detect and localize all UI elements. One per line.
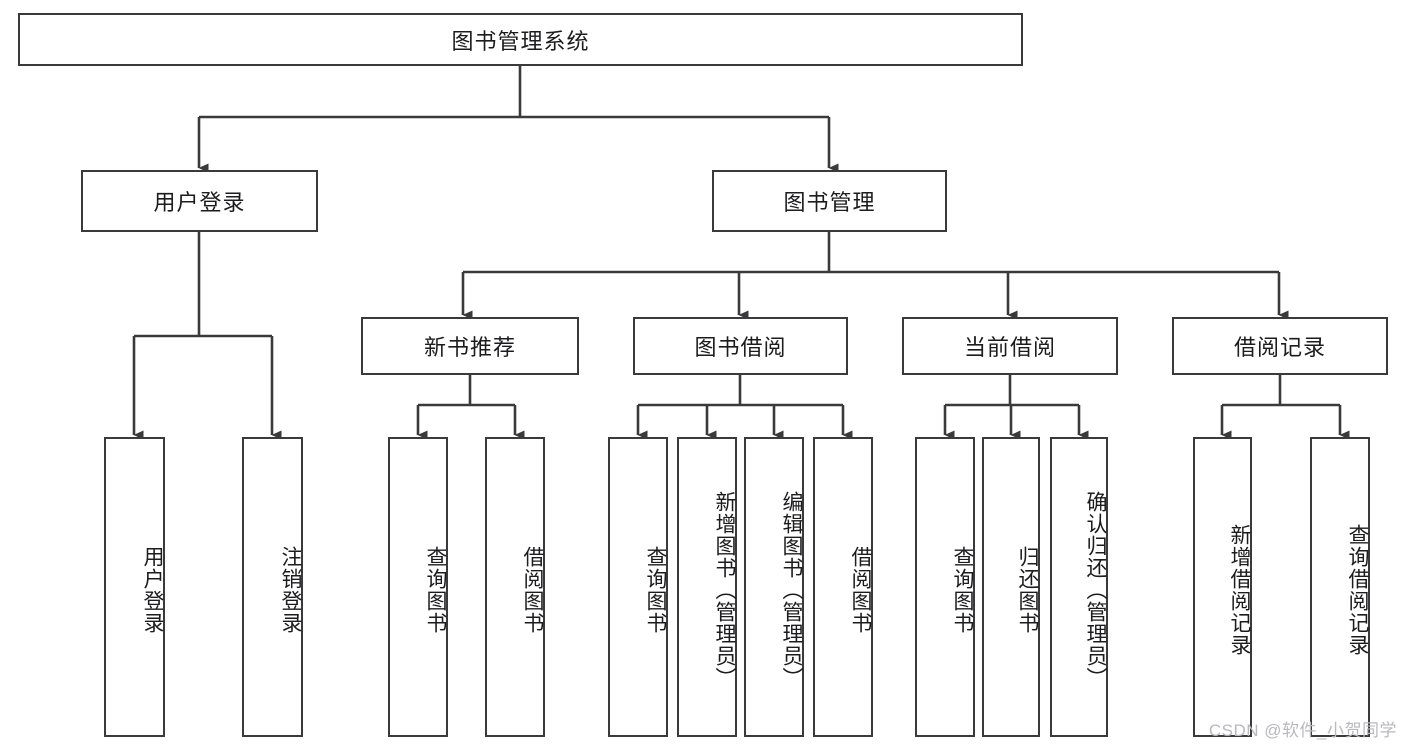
node-label: 编辑图书（管理员） [780, 491, 803, 689]
node-newbook[interactable]: 新书推荐 [361, 317, 579, 375]
node-leaf-borrow-book[interactable]: 借阅图书 [813, 437, 873, 737]
node-leaf-add-book[interactable]: 新增图书（管理员） [677, 437, 737, 737]
node-leaf-user-login[interactable]: 用户登录 [104, 437, 165, 737]
node-label: 图书管理 [783, 190, 876, 215]
node-label: 查询图书 [951, 546, 974, 634]
node-leaf-edit-book[interactable]: 编辑图书（管理员） [744, 437, 804, 737]
node-login[interactable]: 用户登录 [81, 170, 318, 232]
node-bookmgmt[interactable]: 图书管理 [712, 170, 947, 232]
node-label: 借阅图书 [521, 546, 544, 634]
node-borrow[interactable]: 图书借阅 [633, 317, 848, 375]
node-label: 确认归还（管理员） [1084, 491, 1107, 689]
node-label: 查询图书 [644, 546, 667, 634]
node-leaf-borrow-book-new[interactable]: 借阅图书 [485, 437, 545, 737]
node-label: 新增图书（管理员） [713, 491, 736, 689]
node-label: 借阅图书 [849, 546, 872, 634]
node-records[interactable]: 借阅记录 [1172, 317, 1388, 375]
node-label: 归还图书 [1016, 546, 1039, 634]
node-current[interactable]: 当前借阅 [902, 317, 1118, 375]
node-label: 用户登录 [153, 190, 246, 215]
node-label: 新增借阅记录 [1228, 524, 1251, 656]
csdn-watermark: CSDN @软件_小贺同学 [1208, 721, 1397, 740]
node-label: 图书管理系统 [451, 28, 590, 54]
node-label: 新书推荐 [423, 335, 516, 360]
node-label: 借阅记录 [1233, 335, 1326, 360]
node-leaf-user-logout[interactable]: 注销登录 [242, 437, 303, 737]
node-label: 当前借阅 [963, 335, 1056, 360]
node-leaf-query-book-current[interactable]: 查询图书 [915, 437, 975, 737]
node-label: 用户登录 [141, 546, 164, 634]
node-leaf-return-book[interactable]: 归还图书 [982, 437, 1040, 737]
node-leaf-query-book-new[interactable]: 查询图书 [388, 437, 448, 737]
node-root[interactable]: 图书管理系统 [18, 13, 1023, 66]
node-label: 查询借阅记录 [1346, 524, 1369, 656]
node-leaf-query-book-borrow[interactable]: 查询图书 [608, 437, 668, 737]
node-leaf-confirm-return[interactable]: 确认归还（管理员） [1050, 437, 1108, 737]
node-label: 注销登录 [279, 546, 302, 634]
node-leaf-add-record[interactable]: 新增借阅记录 [1193, 437, 1252, 737]
node-label: 查询图书 [424, 546, 447, 634]
node-label: 图书借阅 [694, 335, 787, 360]
node-leaf-query-record[interactable]: 查询借阅记录 [1310, 437, 1370, 737]
